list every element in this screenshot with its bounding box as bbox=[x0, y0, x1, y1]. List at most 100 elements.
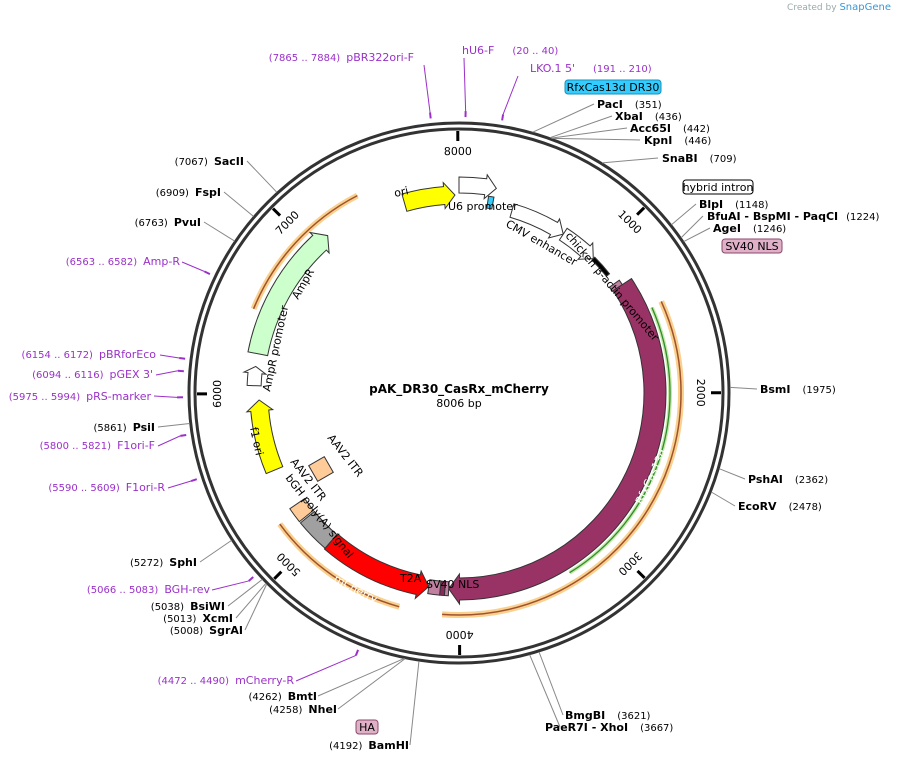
site-nhei[interactable]: (4258)NheI bbox=[269, 703, 337, 716]
site-acc65i[interactable]: Acc65I(442) bbox=[630, 122, 710, 135]
itr-left-block bbox=[289, 497, 315, 523]
ampr-arrow bbox=[247, 231, 330, 357]
leader-21 bbox=[203, 221, 235, 242]
primer-leader-0 bbox=[423, 64, 431, 113]
site-blpi[interactable]: BlpI(1148) bbox=[699, 198, 768, 211]
cba-promoter-arrow bbox=[558, 227, 594, 260]
primer-tick-ampr bbox=[204, 270, 211, 276]
f1ori-label: f1 ori bbox=[247, 426, 266, 457]
ampr-promoter-arrow bbox=[242, 365, 268, 387]
leader-12 bbox=[529, 654, 561, 728]
dr30-block bbox=[486, 195, 495, 210]
sv40-nls-label[interactable]: SV40 NLS bbox=[725, 240, 778, 253]
sv40-nls-feature-label: SV40 NLS bbox=[426, 578, 479, 591]
site-kpni[interactable]: KpnI(446) bbox=[644, 134, 711, 147]
site-agei[interactable]: AgeI(1246) bbox=[713, 222, 786, 235]
sv40-nls-top-block bbox=[608, 279, 624, 292]
site-sgrai[interactable]: (5008)SgrAI bbox=[170, 624, 243, 637]
cba-promoter-label: chicken β-actin promoter bbox=[563, 230, 662, 344]
dr30-label[interactable]: RfxCas13d DR30 bbox=[567, 81, 660, 94]
leader-8 bbox=[729, 386, 758, 390]
hybrid-intron-label[interactable]: hybrid intron bbox=[683, 181, 754, 194]
site-bamhi[interactable]: (4192)BamHI bbox=[329, 739, 409, 752]
rfxcas13d-arrow bbox=[448, 277, 667, 606]
leader-5 bbox=[671, 203, 697, 226]
leader-17 bbox=[235, 582, 267, 619]
snapgene-credit: Created by SnapGene bbox=[787, 2, 891, 13]
site-bsiwi[interactable]: (5038)BsiWI bbox=[151, 600, 225, 613]
u6-promoter-arrow bbox=[458, 173, 498, 200]
site-snabi[interactable]: SnaBI(709) bbox=[662, 152, 737, 165]
site-xbai[interactable]: XbaI(436) bbox=[615, 110, 682, 123]
site-pvui[interactable]: (6763)PvuI bbox=[135, 216, 201, 229]
site-paci[interactable]: PacI(351) bbox=[597, 98, 662, 111]
primer-bgh-rev[interactable]: (5066 .. 5083)BGH-rev bbox=[87, 583, 211, 596]
primer-pgex3[interactable]: (6094 .. 6116)pGEX 3' bbox=[32, 368, 153, 381]
orf-line-rfx bbox=[442, 301, 682, 616]
primer-pbrforeco[interactable]: (6154 .. 6172)pBRforEco bbox=[22, 348, 157, 361]
site-bmti[interactable]: (4262)BmtI bbox=[249, 690, 317, 703]
plasmid-length: 8006 bp bbox=[436, 397, 481, 410]
leader-10 bbox=[711, 491, 736, 507]
tick-label-4000: 4000 bbox=[446, 628, 474, 641]
f1ori-arrow bbox=[245, 399, 284, 475]
site-bsmi[interactable]: BsmI(1975) bbox=[760, 383, 836, 396]
leader-13 bbox=[409, 660, 420, 746]
primer-amp-r[interactable]: (6563 .. 6582)Amp-R bbox=[66, 255, 181, 268]
feature-group bbox=[177, 111, 667, 656]
primer-hu6-f[interactable]: hU6-F(20 .. 40) bbox=[462, 44, 558, 57]
leader-18 bbox=[227, 579, 263, 607]
primer-prs-marker[interactable]: (5975 .. 5994)pRS-marker bbox=[9, 390, 152, 403]
primer-leader-3 bbox=[181, 261, 205, 272]
u6-promoter-label: U6 promoter bbox=[448, 200, 518, 213]
ha-label-box bbox=[355, 719, 379, 735]
leader-3 bbox=[551, 137, 641, 141]
primer-tick-f1f bbox=[180, 433, 187, 437]
tick-5000 bbox=[273, 570, 283, 580]
backbone-outer bbox=[187, 121, 731, 665]
snapgene-brand: SnapGene bbox=[839, 2, 891, 13]
leader-22 bbox=[223, 191, 254, 217]
leader-23 bbox=[246, 160, 278, 193]
primer-tick-f1r bbox=[190, 478, 198, 482]
site-sacii[interactable]: (7067)SacII bbox=[175, 155, 244, 168]
primer-tick-lko bbox=[501, 114, 505, 121]
itr-right-block bbox=[308, 456, 334, 482]
ha-label[interactable]: HA bbox=[359, 721, 375, 734]
cmv-enhancer-arrow bbox=[509, 203, 564, 239]
hybrid-intron-block bbox=[591, 256, 611, 277]
orf-line-mcherry bbox=[279, 523, 400, 608]
leader-15 bbox=[317, 657, 405, 697]
site-xcmi[interactable]: (5013)XcmI bbox=[163, 612, 233, 625]
site-bmgbi[interactable]: BmgBI(3621) bbox=[565, 709, 651, 722]
primer-leader-7 bbox=[157, 435, 181, 447]
site-ecorv[interactable]: EcoRV(2478) bbox=[738, 500, 822, 513]
dr30-label-box bbox=[564, 79, 662, 95]
primer-leader-1 bbox=[463, 57, 467, 112]
primer-leader-10 bbox=[295, 655, 357, 682]
primer-f1ori-r[interactable]: (5590 .. 5609)F1ori-R bbox=[48, 481, 165, 494]
orf-line-green bbox=[569, 307, 671, 574]
leader-2 bbox=[551, 127, 628, 139]
site-fspi[interactable]: (6909)FspI bbox=[156, 186, 221, 199]
leader-lines bbox=[153, 57, 758, 746]
site-pshai[interactable]: PshAI(2362) bbox=[748, 473, 828, 486]
leader-0 bbox=[532, 103, 595, 133]
boxed-labels: RfxCas13d DR30 hybrid intron SV40 NLS HA bbox=[355, 79, 783, 735]
primer-mcherry-r[interactable]: (4472 .. 4490)mCherry-R bbox=[158, 674, 295, 687]
plasmid-name: pAK_DR30_CasRx_mCherry bbox=[369, 382, 549, 397]
bgh-block bbox=[299, 510, 338, 549]
primer-lko1[interactable]: LKO.1 5'(191 .. 210) bbox=[530, 62, 652, 75]
primer-pbr322ori-f[interactable]: (7865 .. 7884)pBR322ori-F bbox=[269, 51, 414, 64]
primer-tick-pbrforeco bbox=[179, 357, 186, 360]
leader-7 bbox=[683, 227, 711, 243]
site-xhoi[interactable]: PaeR7I - XhoI(3667) bbox=[545, 721, 673, 734]
leader-20 bbox=[157, 422, 190, 428]
tick-1000 bbox=[636, 206, 646, 216]
site-bfuai[interactable]: BfuAI - BspMI - PaqCI(1224) bbox=[707, 210, 879, 223]
site-psii[interactable]: (5861)PsiI bbox=[93, 421, 155, 434]
primer-f1ori-f[interactable]: (5800 .. 5821)F1ori-F bbox=[40, 439, 155, 452]
primer-labels: (7865 .. 7884)pBR322ori-F hU6-F(20 .. 40… bbox=[9, 44, 652, 687]
site-sphi[interactable]: (5272)SphI bbox=[130, 556, 197, 569]
